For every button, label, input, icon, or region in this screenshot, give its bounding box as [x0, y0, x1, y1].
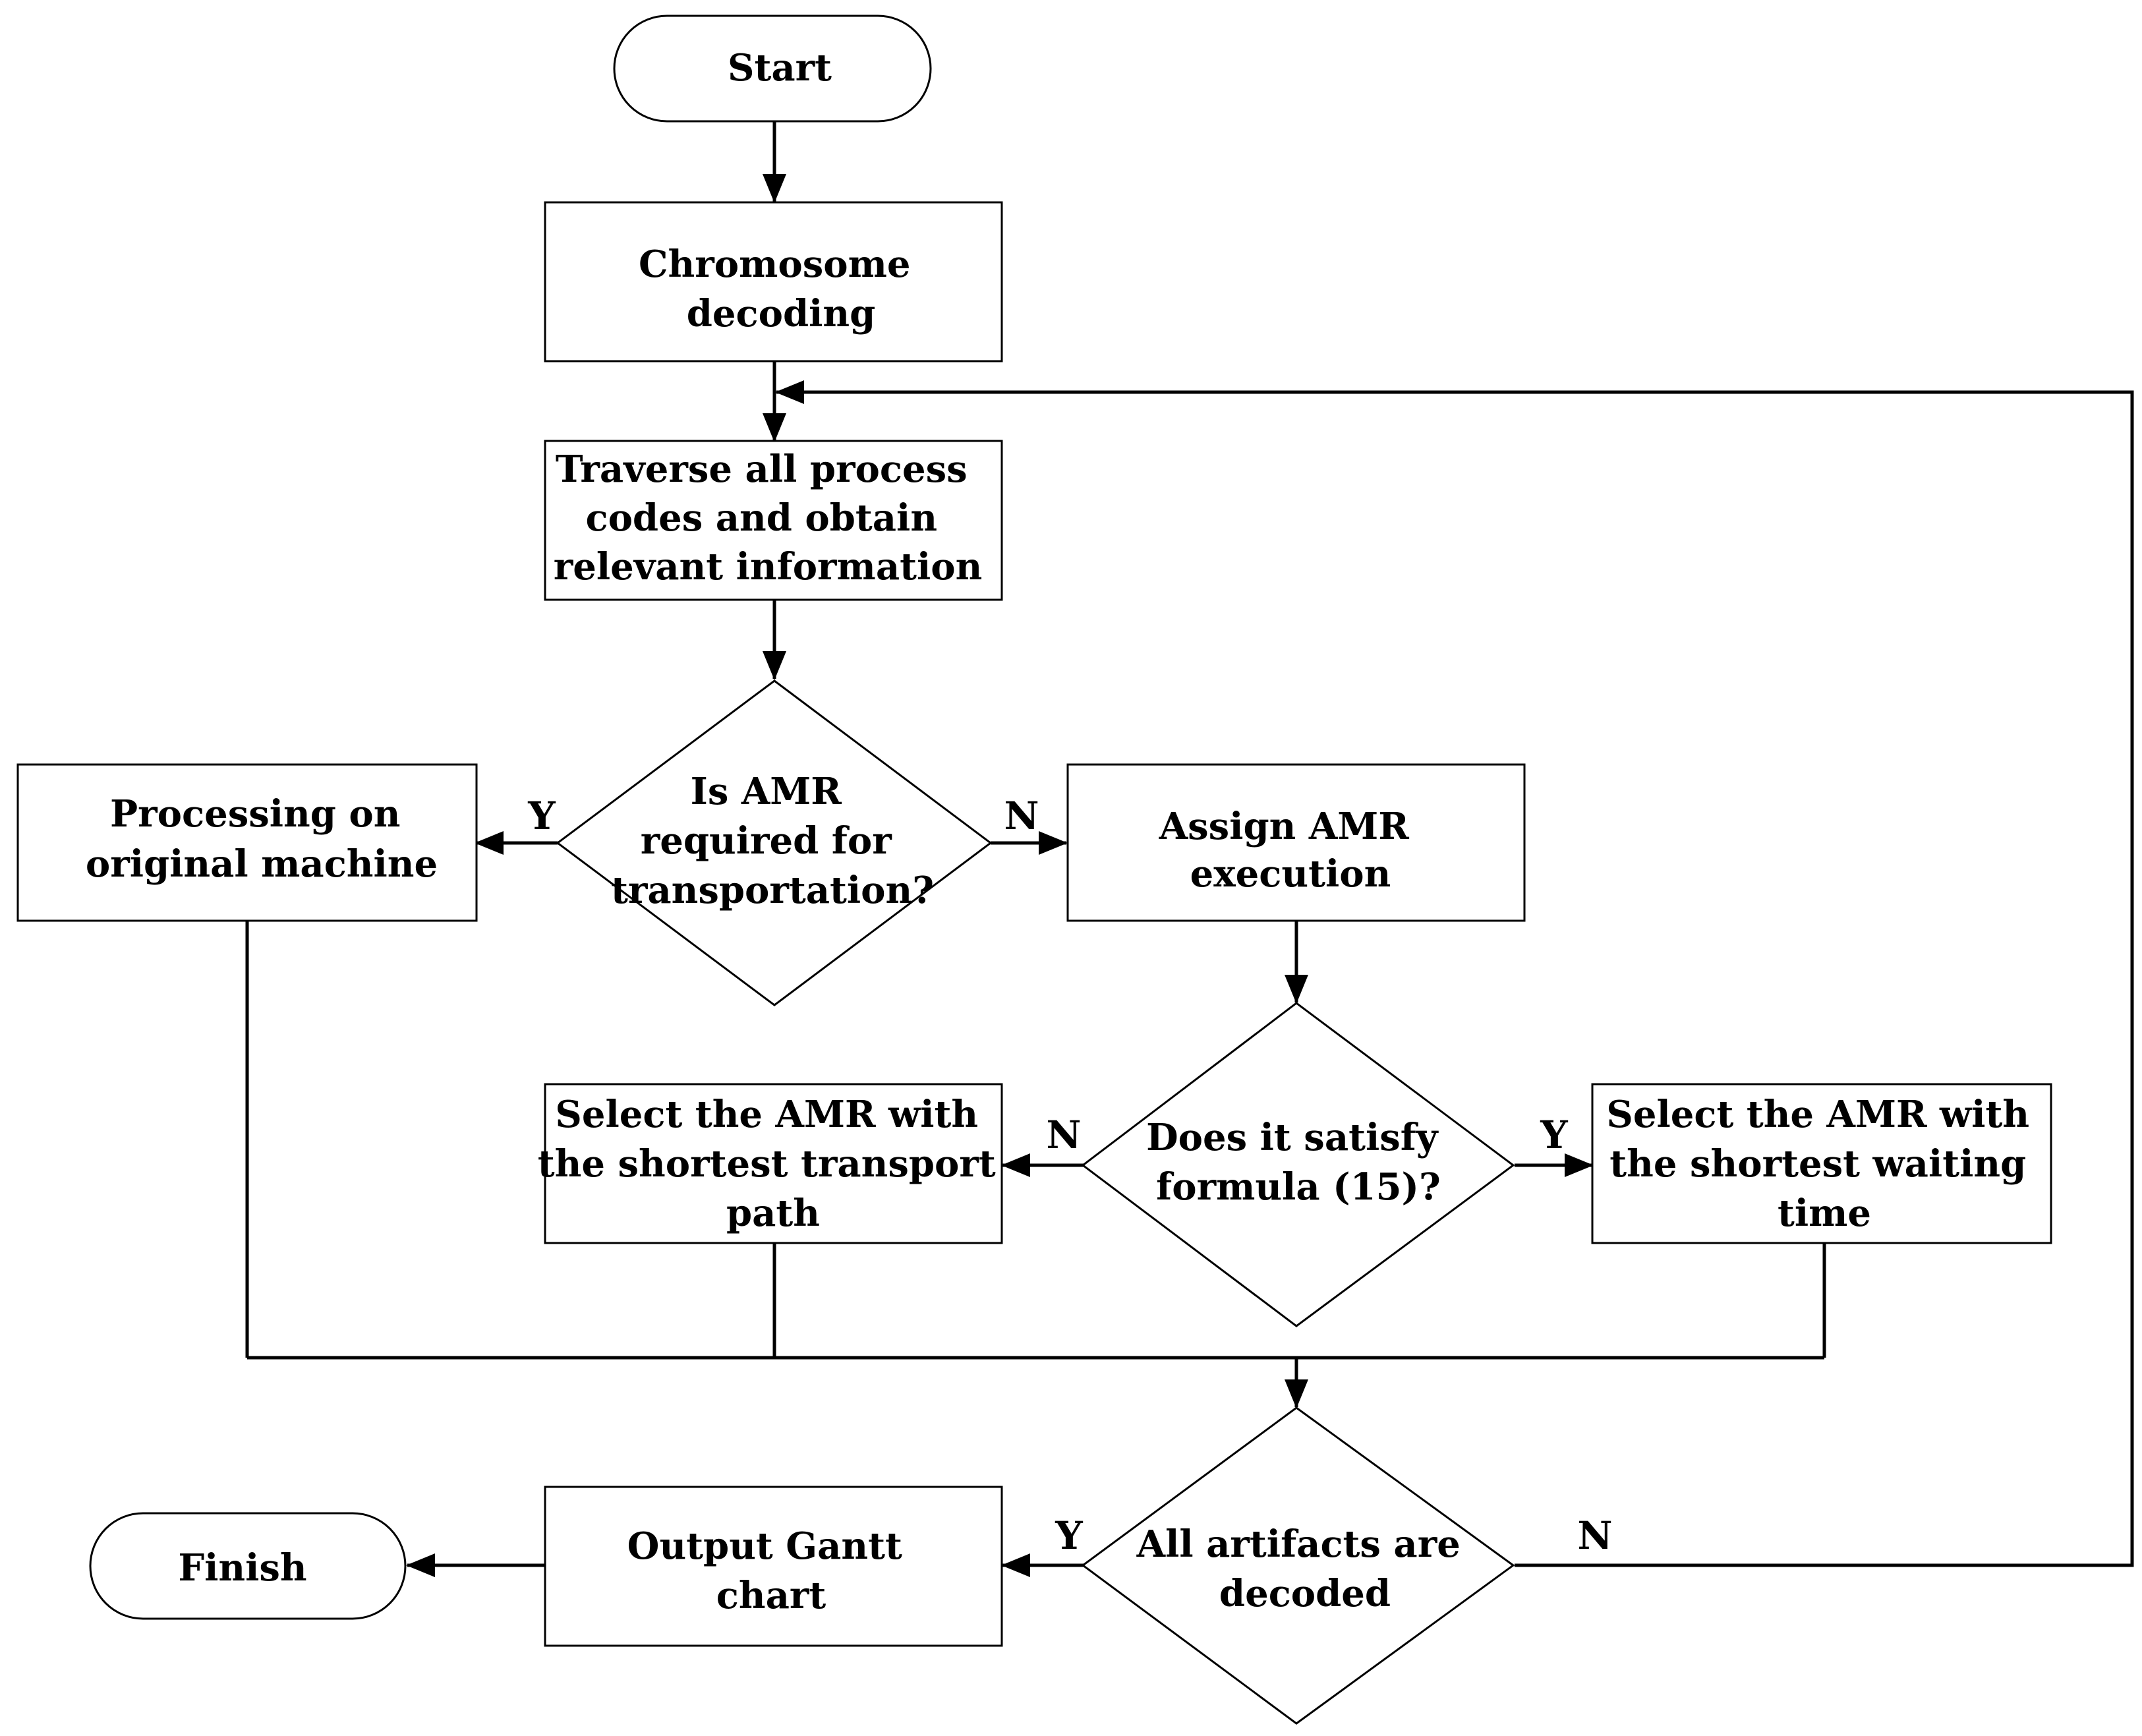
shortest-path-line-2: the shortest transport — [538, 1142, 996, 1186]
amr-required-decision — [556, 680, 993, 1006]
all-decoded-decision — [1081, 1406, 1515, 1725]
shortest-wait-line-2: the shortest waiting — [1609, 1142, 2026, 1186]
shortest-path-line-1: Select the AMR with — [555, 1093, 978, 1136]
assign-amr-line-2: execution — [1190, 852, 1391, 896]
assign-amr-box — [1066, 763, 1526, 922]
formula-no-label: N — [1046, 1113, 1081, 1157]
traverse-line-3: relevant information — [554, 545, 983, 589]
processing-original-box — [16, 763, 478, 922]
formula-line-1: Does it satisfy — [1146, 1116, 1439, 1159]
formula-decision-label: Does it satisfy formula (15)? — [1146, 1116, 1451, 1209]
shortest-path-label: Select the AMR with the shortest transpo… — [538, 1093, 1008, 1235]
amr-required-line-1: Is AMR — [691, 770, 842, 813]
processing-original-line-1: Processing on — [110, 792, 400, 836]
shortest-wait-box — [1591, 1083, 2052, 1244]
chromosome-decoding-label: Chromosome decoding — [639, 243, 923, 335]
processing-original-line-2: original machine — [86, 842, 438, 886]
amr-required-line-2: required for — [641, 819, 893, 863]
amr-yes-label: Y — [527, 794, 556, 838]
shortest-path-line-3: path — [726, 1192, 820, 1235]
shortest-wait-label: Select the AMR with the shortest waiting… — [1606, 1093, 2042, 1235]
formula-decision — [1081, 1002, 1515, 1327]
shortest-path-box — [544, 1083, 1003, 1244]
all-decoded-line-2: decoded — [1219, 1572, 1391, 1615]
amr-required-line-3: transportation? — [611, 869, 934, 912]
output-gantt-box — [544, 1486, 1003, 1647]
processing-original-label: Processing on original machine — [86, 792, 438, 886]
start-label: Start — [728, 46, 832, 90]
formula-yes-label: Y — [1540, 1113, 1568, 1157]
all-decoded-label: All artifacts are decoded — [1136, 1522, 1474, 1615]
chromosome-decoding-box — [544, 201, 1003, 362]
all-decoded-line-1: All artifacts are — [1136, 1522, 1461, 1566]
traverse-line-1: Traverse all process — [556, 448, 968, 491]
shortest-wait-line-1: Select the AMR with — [1606, 1093, 2029, 1136]
output-gantt-label: Output Gantt chart — [627, 1524, 915, 1617]
formula-line-2: formula (15)? — [1156, 1165, 1441, 1209]
assign-amr-line-1: Assign AMR — [1159, 805, 1410, 848]
amr-no-label: N — [1004, 794, 1039, 838]
edge-labels: Y N N Y Y N — [527, 794, 1612, 1558]
finish-label: Finish — [178, 1546, 306, 1590]
nodes: Start Chromosome decoding Traverse all p… — [16, 14, 2052, 1725]
output-gantt-line-2: chart — [716, 1574, 826, 1617]
traverse-line-2: codes and obtain — [585, 496, 937, 540]
output-gantt-line-1: Output Gantt — [627, 1524, 902, 1568]
traverse-process-label: Traverse all process codes and obtain re… — [554, 448, 983, 589]
finish-terminal — [89, 1512, 407, 1620]
decoded-no-label: N — [1577, 1513, 1612, 1558]
assign-amr-label: Assign AMR execution — [1159, 805, 1422, 896]
shortest-wait-line-3: time — [1778, 1192, 1871, 1235]
chromosome-decoding-line-1: Chromosome — [639, 243, 911, 286]
traverse-process-box — [544, 440, 1003, 601]
start-terminal — [613, 14, 932, 123]
connectors — [245, 122, 2134, 1577]
chromosome-decoding-line-2: decoding — [687, 292, 876, 335]
decoded-yes-label: Y — [1055, 1513, 1083, 1558]
arrow-decoded-no-loop-back — [775, 380, 2134, 1567]
amr-required-label: Is AMR required for transportation? — [611, 770, 934, 912]
